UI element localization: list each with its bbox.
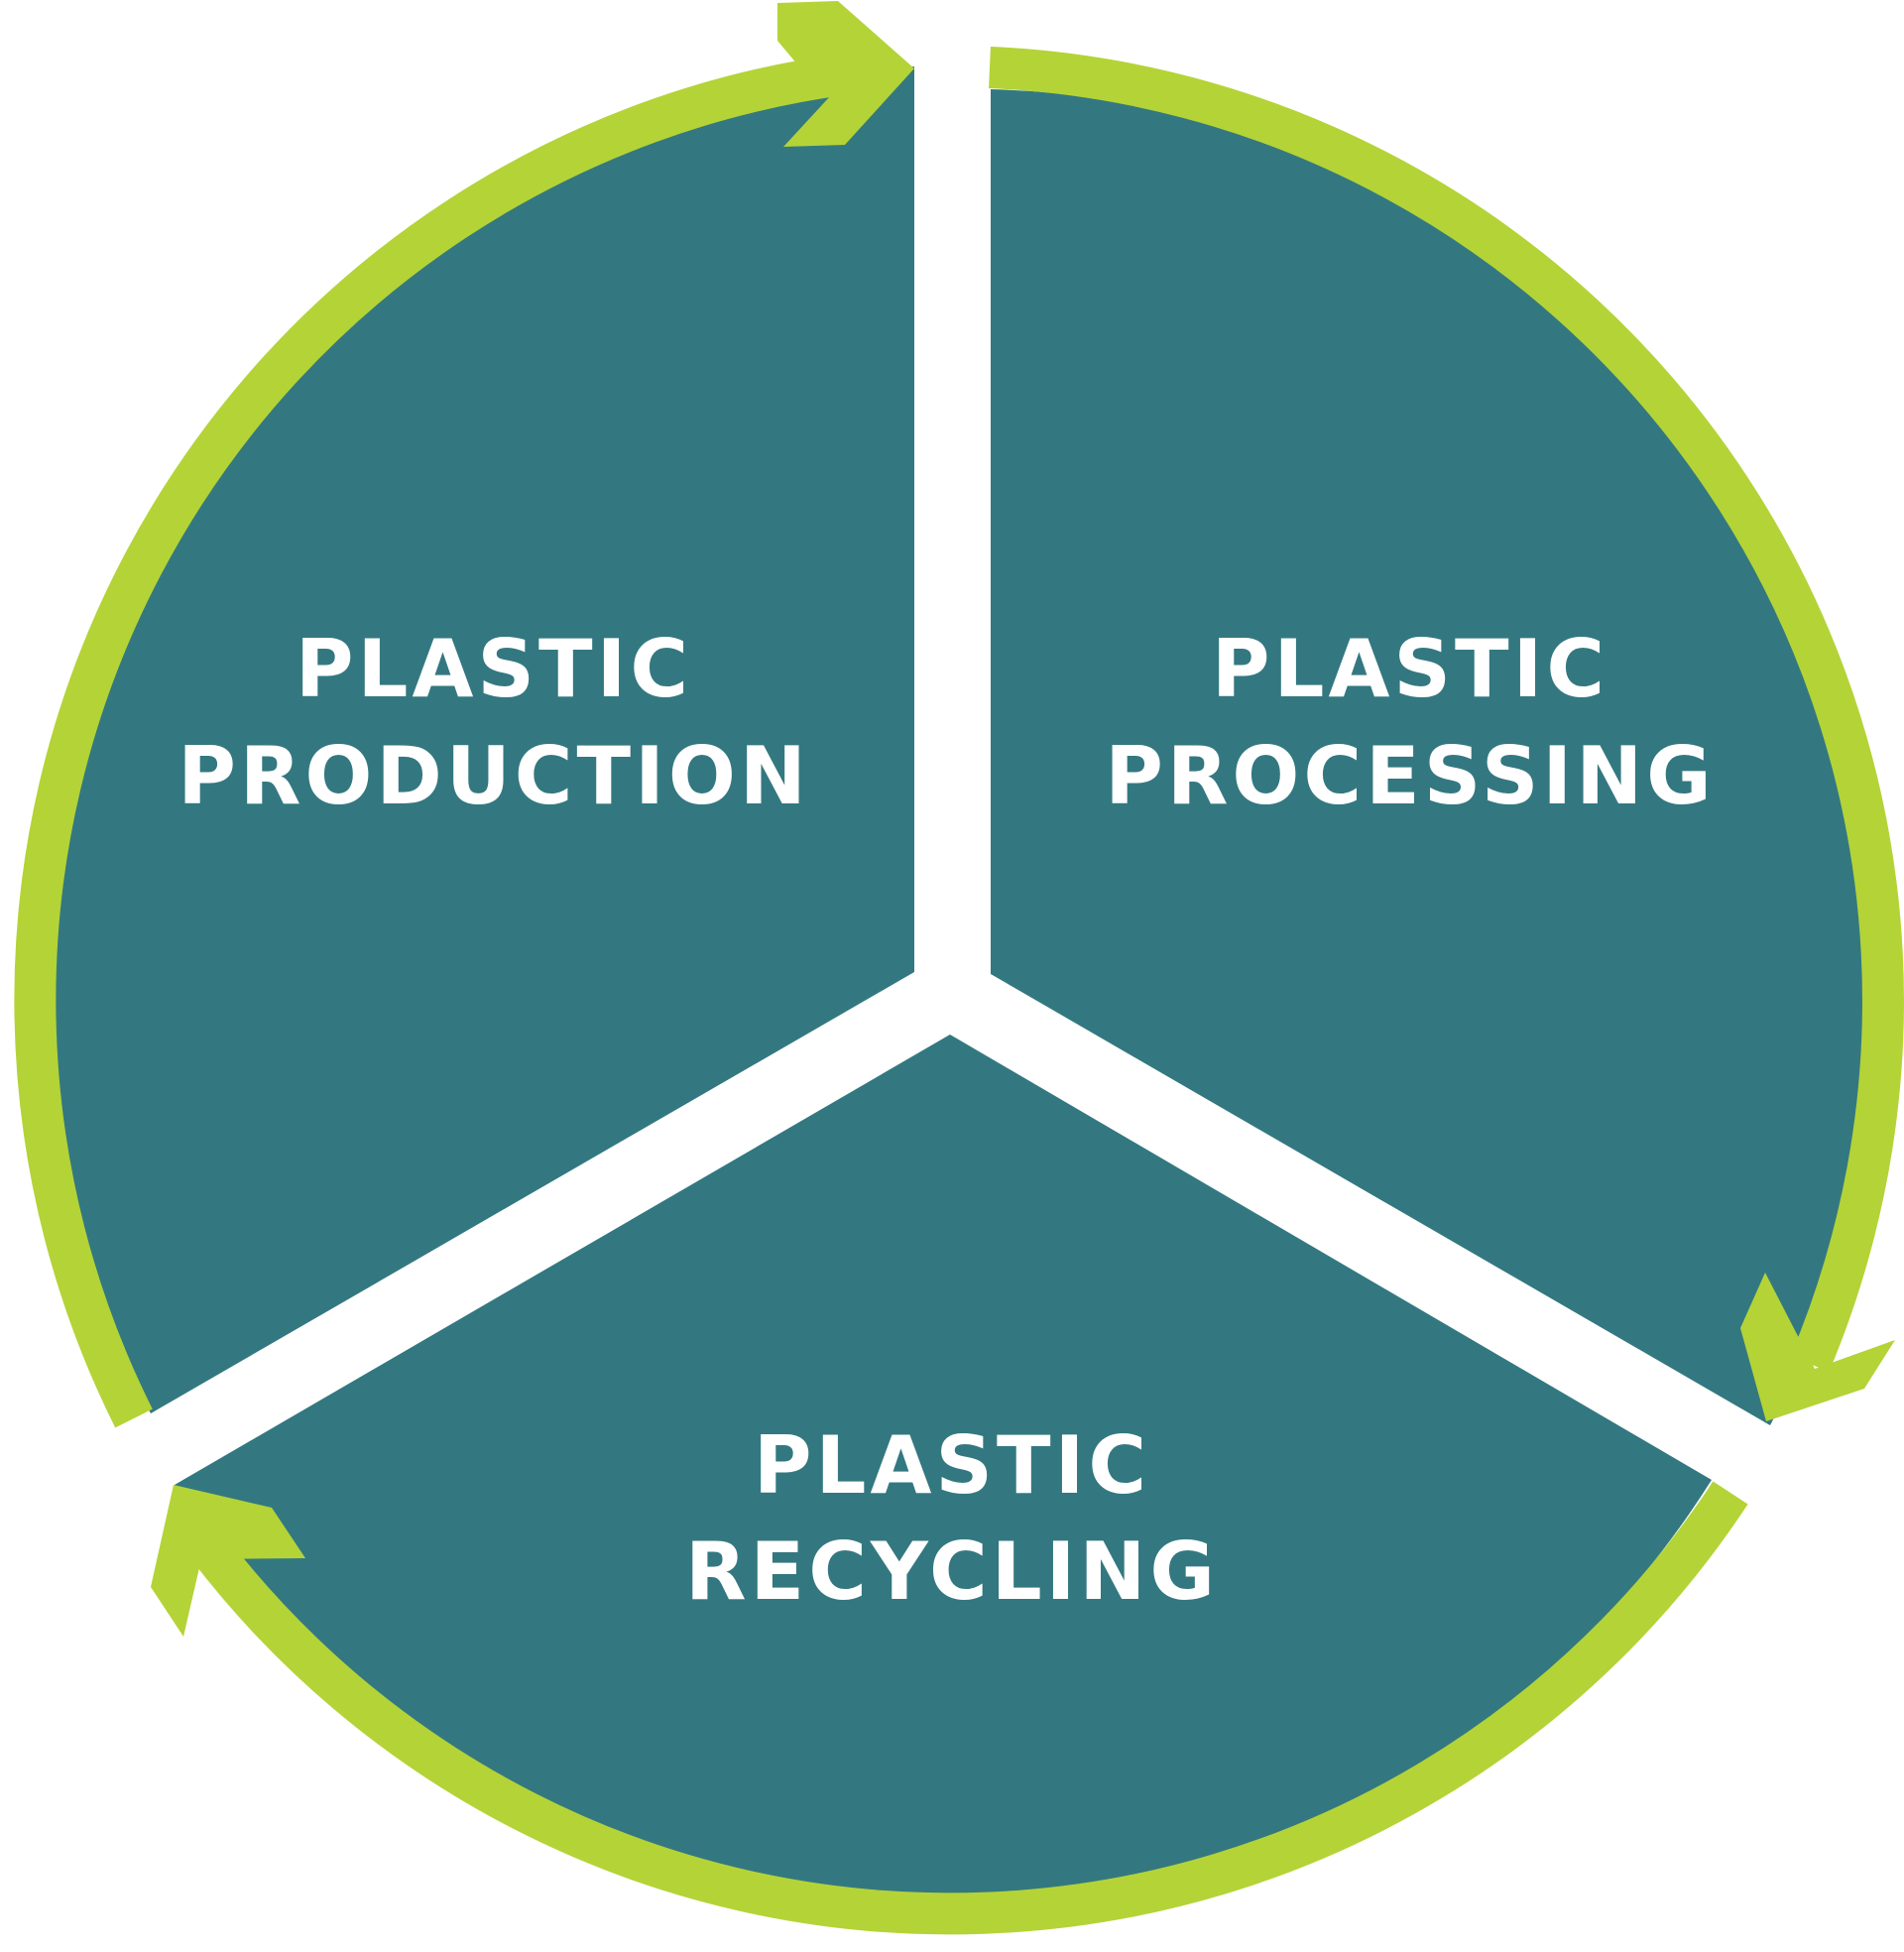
arrowhead-right [1740,1273,1895,1421]
arrowhead-left [151,1485,305,1637]
arrow-recycling-to-production [191,1481,1748,1935]
label-processing-line1: PLASTIC [1212,623,1608,715]
cycle-arrows-group [14,47,1904,1935]
segment-recycling [175,1035,1712,1906]
segment-processing [991,89,1877,1425]
arrowhead-top [777,1,914,147]
arrowheads-group [151,1,1895,1637]
label-production-line1: PLASTIC [296,623,692,715]
arrow-processing-to-recycling [989,47,1904,1373]
label-recycling-line2: RECYCLING [685,1525,1219,1618]
label-production-line2: PRODUCTION [178,730,810,822]
label-processing-line2: PROCESSING [1105,730,1716,822]
labels-group: PLASTIC PRODUCTION PLASTIC PROCESSING PL… [178,623,1716,1618]
label-recycling-line1: PLASTIC [754,1419,1150,1512]
arrow-production-to-processing [14,54,846,1428]
